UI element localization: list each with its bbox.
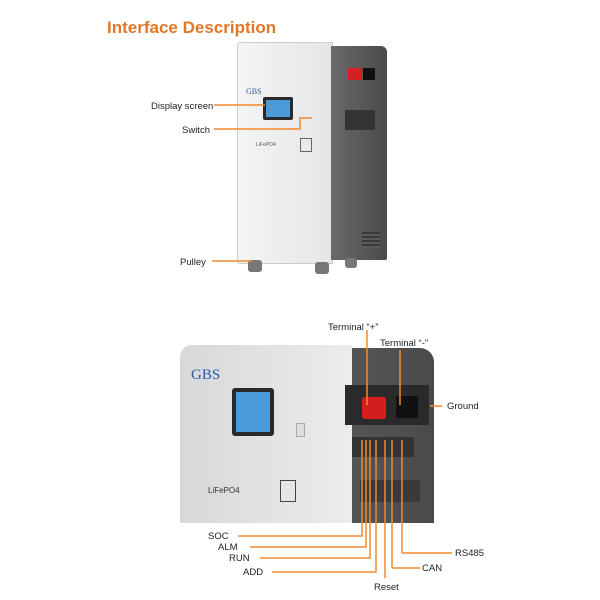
leader-alm [250, 440, 367, 548]
label-pulley: Pulley [180, 257, 206, 268]
label-can: CAN [422, 563, 443, 574]
terminal-positive [362, 397, 386, 419]
leader-switch [214, 117, 312, 130]
lower-slot [360, 480, 420, 502]
battery-side-panel [331, 46, 387, 260]
label-switch: Switch [182, 125, 210, 136]
house-icon [300, 138, 312, 152]
page-title: Interface Description [107, 18, 277, 37]
terminal-red [348, 68, 362, 80]
chem-label: LiFePO4 [256, 142, 276, 148]
pulley-left [248, 260, 262, 272]
label-run: RUN [229, 553, 250, 564]
terminal-black [363, 68, 375, 80]
label-reset: Reset [374, 582, 399, 593]
display-screen [232, 388, 274, 436]
label-display-screen: Display screen [151, 101, 214, 112]
switch [296, 423, 305, 437]
label-terminal-negative: Terminal “-” [380, 338, 429, 349]
leader-rs485 [401, 440, 452, 554]
leader-run [260, 440, 371, 559]
label-alm: ALM [218, 542, 238, 553]
label-rs485: RS485 [455, 548, 485, 559]
leader-soc [238, 440, 363, 537]
port-panel [352, 437, 414, 457]
label-ground: Ground [447, 401, 479, 412]
house-icon [280, 480, 296, 502]
label-soc: SOC [208, 531, 229, 542]
pulley-right [315, 262, 329, 274]
terminal-negative [396, 396, 418, 418]
port-panel [345, 110, 375, 130]
label-terminal-positive: Terminal “+” [328, 322, 379, 333]
display-screen [263, 97, 293, 120]
label-add: ADD [243, 567, 264, 578]
leader-add [272, 440, 377, 573]
brand-logo: GBS [191, 367, 221, 383]
chem-label: LiFePO4 [208, 486, 240, 495]
brand-logo: GBS [246, 87, 262, 96]
pulley-rear [345, 258, 357, 268]
leader-can [391, 440, 420, 569]
vent [362, 232, 380, 248]
